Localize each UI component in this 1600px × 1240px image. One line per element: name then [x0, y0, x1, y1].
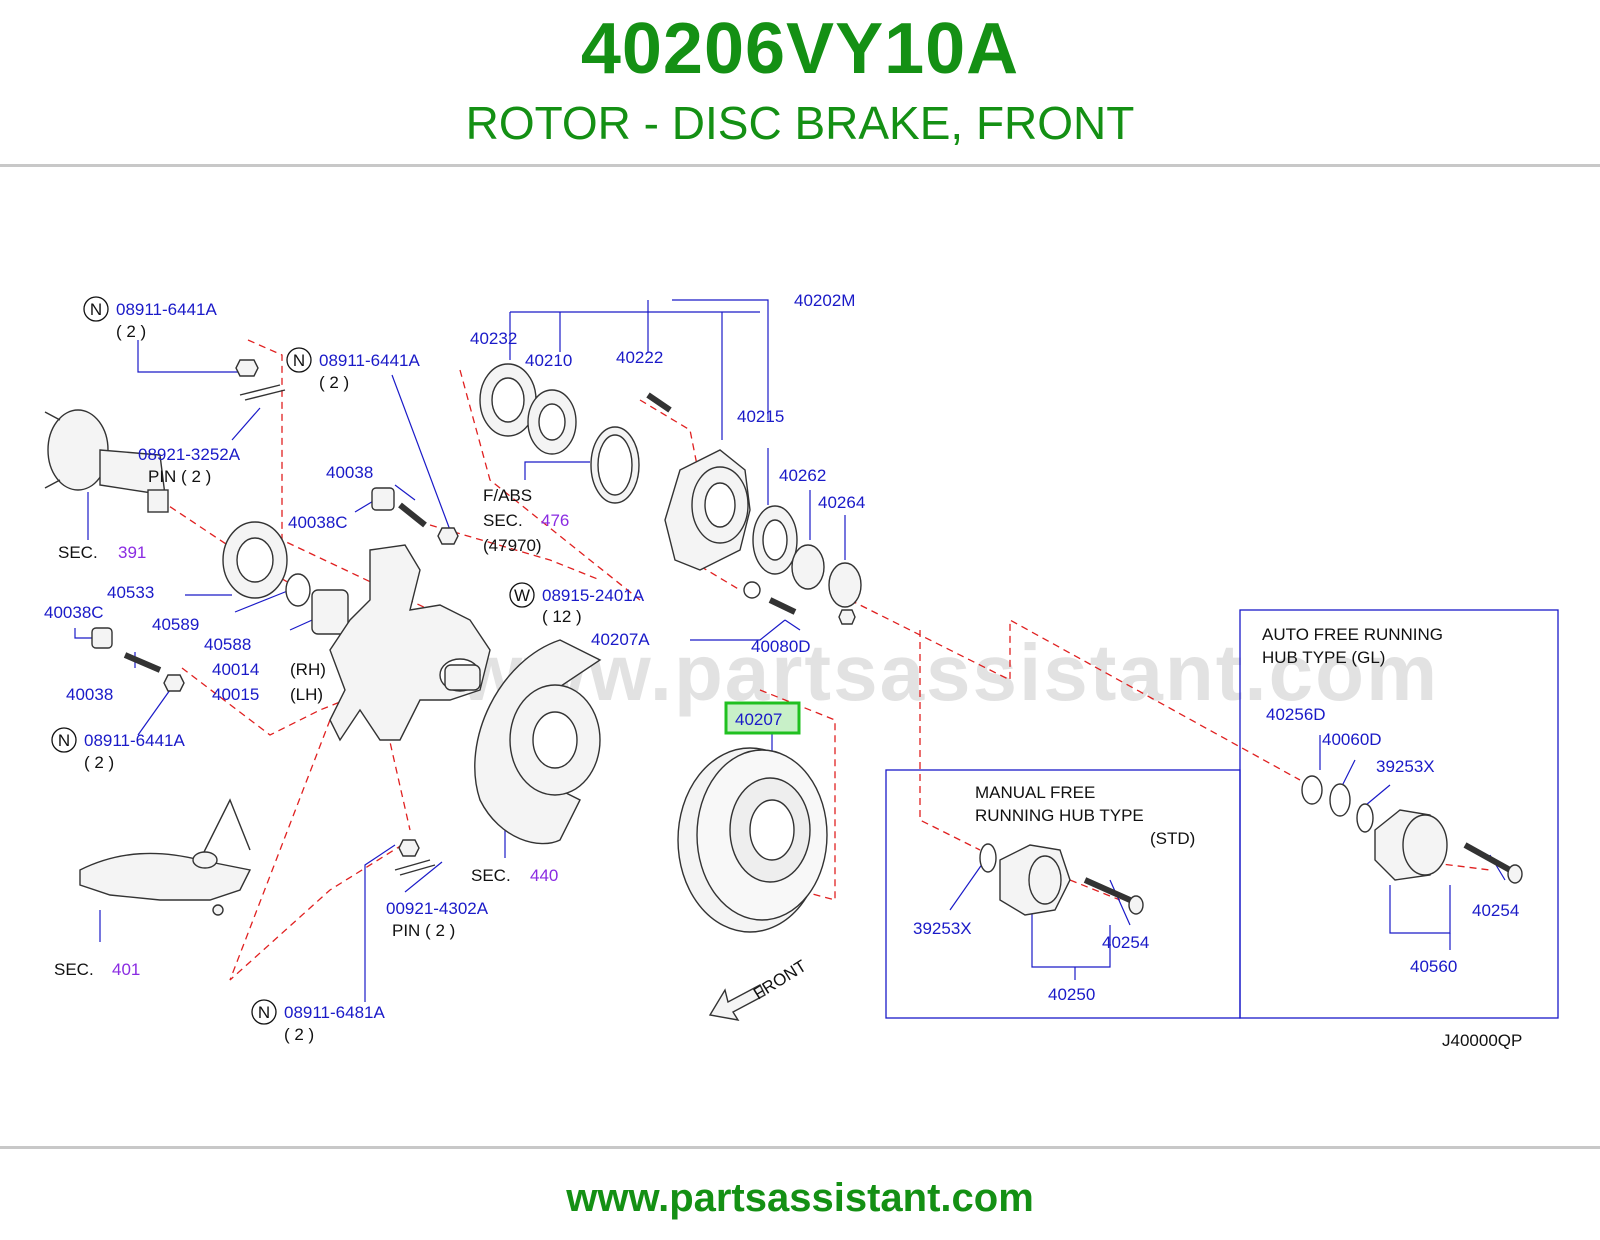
label-part[interactable]: 40210: [525, 351, 572, 370]
watermark: www.partsassistant.com: [459, 628, 1439, 717]
label-part-highlighted[interactable]: 40207: [735, 710, 782, 729]
label-qty: PIN ( 2 ): [148, 467, 211, 486]
label-part[interactable]: 39253X: [1376, 757, 1435, 776]
label-qty: ( 2 ): [284, 1025, 314, 1044]
label-sec-number[interactable]: 476: [541, 511, 569, 530]
label-side: (RH): [290, 660, 326, 679]
label-part[interactable]: 40254: [1472, 901, 1519, 920]
marker-n: N: [90, 300, 102, 319]
label-part[interactable]: 40560: [1410, 957, 1457, 976]
label-part[interactable]: 40014: [212, 660, 259, 679]
label-qty: ( 2 ): [319, 373, 349, 392]
label-sec-number[interactable]: 401: [112, 960, 140, 979]
label-leaders: [74, 299, 1506, 1002]
footer-url[interactable]: www.partsassistant.com: [566, 1176, 1034, 1220]
label-sec-number[interactable]: 440: [530, 866, 558, 885]
front-label: FRONT: [750, 956, 810, 1003]
label-part[interactable]: 40038C: [288, 513, 348, 532]
label-part[interactable]: 08911-6441A: [116, 300, 217, 319]
label-part[interactable]: 40202M: [794, 291, 855, 310]
label-part[interactable]: 40207A: [591, 630, 650, 649]
part-illustrations: [44, 359, 1523, 1021]
label-qty: ( 2 ): [116, 322, 146, 341]
parts-diagram: www.partsassistant.com: [44, 291, 1559, 1050]
label-part[interactable]: 40015: [212, 685, 259, 704]
label-part[interactable]: 40038: [66, 685, 113, 704]
label-part[interactable]: 40060D: [1322, 730, 1382, 749]
label-part[interactable]: 40222: [616, 348, 663, 367]
highlight-box: [724, 701, 801, 735]
label-sec: SEC.: [483, 511, 523, 530]
label-ref: (47970): [483, 536, 542, 555]
label-qty: ( 12 ): [542, 607, 582, 626]
n-w-markers: [51, 296, 535, 1025]
label-part[interactable]: 40038: [326, 463, 373, 482]
label-part[interactable]: 40589: [152, 615, 199, 634]
marker-n: N: [293, 351, 305, 370]
label-part[interactable]: 40232: [470, 329, 517, 348]
label-part[interactable]: 40264: [818, 493, 865, 512]
label-part[interactable]: 40250: [1048, 985, 1095, 1004]
marker-n: N: [258, 1003, 270, 1022]
label-part[interactable]: 40038C: [44, 603, 104, 622]
diagram-code: J40000QP: [1442, 1031, 1522, 1050]
header: 40206VY10A ROTOR - DISC BRAKE, FRONT: [0, 0, 1600, 168]
hub-type-boxes: [885, 609, 1559, 1019]
label-part[interactable]: 08911-6441A: [84, 731, 185, 750]
label-part[interactable]: 40080D: [751, 637, 811, 656]
manual-hub-title: MANUAL FREE: [975, 783, 1095, 802]
label-part[interactable]: 00921-4302A: [386, 899, 489, 918]
label-part[interactable]: 08915-2401A: [542, 586, 645, 605]
label-part[interactable]: 40262: [779, 466, 826, 485]
label-part[interactable]: 40588: [204, 635, 251, 654]
label-qty: ( 2 ): [84, 753, 114, 772]
label-part[interactable]: 40254: [1102, 933, 1149, 952]
label-sec: SEC.: [54, 960, 94, 979]
label-part[interactable]: 08911-6481A: [284, 1003, 385, 1022]
label-part[interactable]: 40533: [107, 583, 154, 602]
footer-divider: [0, 1146, 1600, 1149]
label-sec: SEC.: [471, 866, 511, 885]
manual-hub-title: RUNNING HUB TYPE: [975, 806, 1144, 825]
marker-w: W: [514, 586, 530, 605]
label-sec: SEC.: [58, 543, 98, 562]
label-sec-number[interactable]: 391: [118, 543, 146, 562]
header-divider: [0, 164, 1600, 167]
label-side: (LH): [290, 685, 323, 704]
label-fabs: F/ABS: [483, 486, 532, 505]
label-part[interactable]: 40215: [737, 407, 784, 426]
label-part[interactable]: 40256D: [1266, 705, 1326, 724]
part-description: ROTOR - DISC BRAKE, FRONT: [465, 97, 1135, 149]
label-part[interactable]: 39253X: [913, 919, 972, 938]
auto-hub-title: AUTO FREE RUNNING: [1262, 625, 1443, 644]
manual-hub-title: (STD): [1150, 829, 1195, 848]
part-labels: 08911-6441A ( 2 ) 08911-6441A ( 2 ) 0892…: [44, 291, 1522, 1050]
marker-n: N: [58, 731, 70, 750]
label-part[interactable]: 08911-6441A: [319, 351, 420, 370]
auto-hub-title: HUB TYPE (GL): [1262, 648, 1385, 667]
part-number-title: 40206VY10A: [580, 9, 1020, 89]
label-part[interactable]: 08921-3252A: [138, 445, 241, 464]
label-qty: PIN ( 2 ): [392, 921, 455, 940]
